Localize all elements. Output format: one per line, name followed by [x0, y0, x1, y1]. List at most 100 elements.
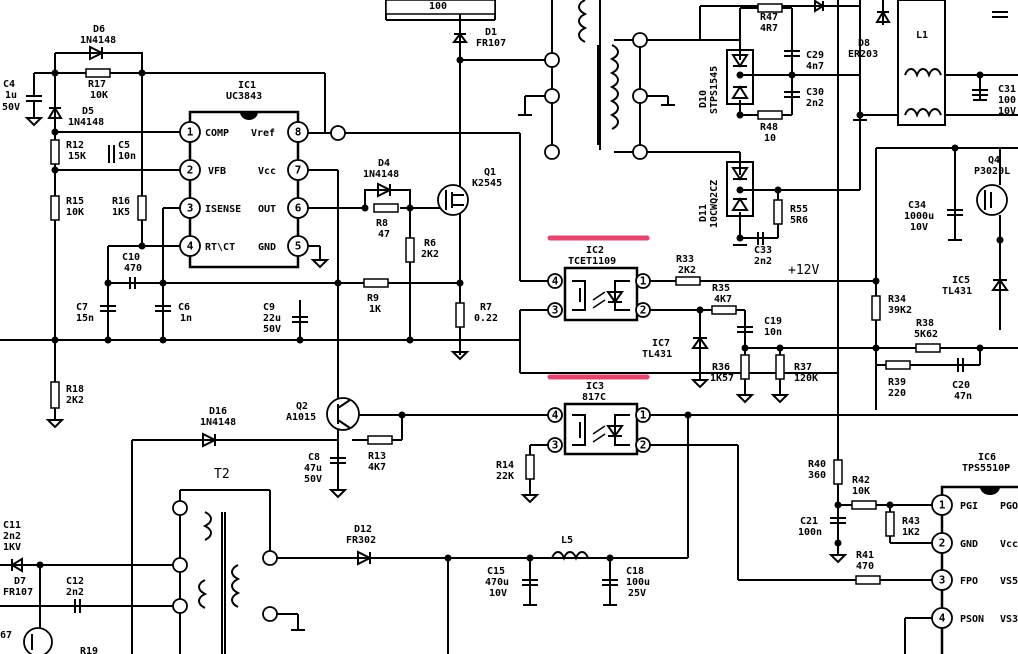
svg-text:47: 47 — [378, 229, 390, 240]
svg-text:22u: 22u — [263, 313, 281, 324]
svg-text:2: 2 — [939, 537, 946, 550]
svg-text:R39: R39 — [888, 377, 906, 388]
svg-text:K2545: K2545 — [472, 178, 502, 189]
svg-text:C10: C10 — [122, 252, 140, 263]
svg-text:FPO: FPO — [960, 576, 978, 587]
svg-text:D16: D16 — [209, 406, 227, 417]
ic1-pin-7: 7 — [287, 159, 309, 181]
svg-text:T2: T2 — [214, 467, 230, 482]
svg-text:C8: C8 — [308, 452, 320, 463]
svg-text:R17: R17 — [88, 79, 106, 90]
svg-text:47n: 47n — [954, 391, 972, 402]
svg-text:1: 1 — [187, 126, 194, 139]
svg-text:GND: GND — [258, 242, 276, 253]
svg-text:3: 3 — [939, 574, 946, 587]
svg-text:1000u: 1000u — [904, 211, 934, 222]
svg-text:R6: R6 — [424, 238, 436, 249]
svg-text:A1015: A1015 — [286, 412, 316, 423]
svg-text:2: 2 — [187, 164, 194, 177]
svg-text:2n2: 2n2 — [66, 587, 84, 598]
ic2-tcet1109: 4 3 1 2 IC2 TCET1109 — [547, 245, 651, 322]
svg-text:FR107: FR107 — [476, 38, 506, 49]
svg-text:D4: D4 — [378, 158, 390, 169]
svg-text:5R6: 5R6 — [790, 215, 808, 226]
svg-text:1N4148: 1N4148 — [363, 169, 399, 180]
svg-text:STPS1545: STPS1545 — [709, 66, 720, 114]
svg-text:C4: C4 — [3, 79, 15, 90]
svg-text:R38: R38 — [916, 318, 934, 329]
ic1-pin-2: 2 — [179, 159, 201, 181]
svg-text:Q4: Q4 — [988, 155, 1000, 166]
svg-text:67: 67 — [0, 630, 12, 641]
svg-text:4K7: 4K7 — [368, 462, 386, 473]
ic1-pin-4: 4 — [179, 235, 201, 257]
svg-text:1: 1 — [939, 499, 946, 512]
svg-text:PGO: PGO — [1000, 501, 1018, 512]
svg-text:C7: C7 — [76, 302, 88, 313]
svg-text:4K7: 4K7 — [714, 294, 732, 305]
ic1-pin-5: 5 — [287, 235, 309, 257]
svg-text:OUT: OUT — [258, 204, 276, 215]
svg-text:ER203: ER203 — [848, 49, 878, 60]
svg-text:R14: R14 — [496, 460, 514, 471]
svg-text:R34: R34 — [888, 294, 906, 305]
svg-text:C29: C29 — [806, 50, 824, 61]
svg-text:22K: 22K — [496, 471, 514, 482]
terminals — [172, 32, 648, 622]
svg-text:PGI: PGI — [960, 501, 978, 512]
svg-text:2K2: 2K2 — [678, 265, 696, 276]
transistors — [23, 184, 1008, 654]
svg-text:IC7: IC7 — [652, 338, 670, 349]
svg-text:6: 6 — [295, 202, 302, 215]
svg-text:C9: C9 — [263, 302, 275, 313]
svg-text:817C: 817C — [582, 392, 606, 403]
svg-text:P3020L: P3020L — [974, 166, 1010, 177]
svg-text:TL431: TL431 — [942, 286, 972, 297]
svg-text:7: 7 — [295, 164, 302, 177]
svg-text:Q2: Q2 — [296, 401, 308, 412]
svg-text:PSON: PSON — [960, 614, 984, 625]
svg-text:10K: 10K — [852, 486, 870, 497]
ic1-pin-1: 1 — [179, 121, 201, 143]
svg-text:10V: 10V — [489, 588, 507, 599]
svg-text:5: 5 — [295, 240, 302, 253]
svg-text:R35: R35 — [712, 283, 730, 294]
svg-text:IC5: IC5 — [952, 275, 970, 286]
svg-text:1N4148: 1N4148 — [200, 417, 236, 428]
svg-text:C6: C6 — [178, 302, 190, 313]
svg-text:ISENSE: ISENSE — [205, 204, 241, 215]
svg-text:R55: R55 — [790, 204, 808, 215]
svg-text:15K: 15K — [68, 151, 86, 162]
svg-text:220: 220 — [888, 388, 906, 399]
svg-text:1N4148: 1N4148 — [80, 35, 116, 46]
svg-text:1K2: 1K2 — [902, 527, 920, 538]
svg-text:470: 470 — [124, 263, 142, 274]
svg-text:15n: 15n — [76, 313, 94, 324]
svg-text:10CWQ2CZ: 10CWQ2CZ — [709, 180, 720, 228]
svg-text:C34: C34 — [908, 200, 926, 211]
svg-text:10n: 10n — [764, 327, 782, 338]
svg-text:4: 4 — [552, 409, 559, 422]
svg-text:UC3843: UC3843 — [226, 91, 262, 102]
svg-text:FR302: FR302 — [346, 535, 376, 546]
svg-text:1n: 1n — [180, 313, 192, 324]
resistors — [50, 0, 941, 585]
svg-text:47u: 47u — [304, 463, 322, 474]
svg-text:1: 1 — [640, 409, 647, 422]
ic3-817c: 4 3 1 2 IC3 817C — [547, 381, 651, 456]
svg-text:2n2: 2n2 — [754, 256, 772, 267]
diodes — [10, 0, 1009, 573]
svg-text:R9: R9 — [367, 293, 379, 304]
svg-text:50V: 50V — [2, 102, 20, 113]
svg-text:100: 100 — [998, 95, 1016, 106]
svg-text:10V: 10V — [910, 222, 928, 233]
svg-text:R7: R7 — [480, 302, 492, 313]
svg-text:C11: C11 — [3, 520, 21, 531]
svg-text:1: 1 — [640, 275, 647, 288]
svg-text:1K57: 1K57 — [710, 373, 734, 384]
svg-text:4R7: 4R7 — [760, 23, 778, 34]
svg-text:FR107: FR107 — [3, 587, 33, 598]
svg-text:C15: C15 — [487, 566, 505, 577]
ic1-pin-3: 3 — [179, 197, 201, 219]
